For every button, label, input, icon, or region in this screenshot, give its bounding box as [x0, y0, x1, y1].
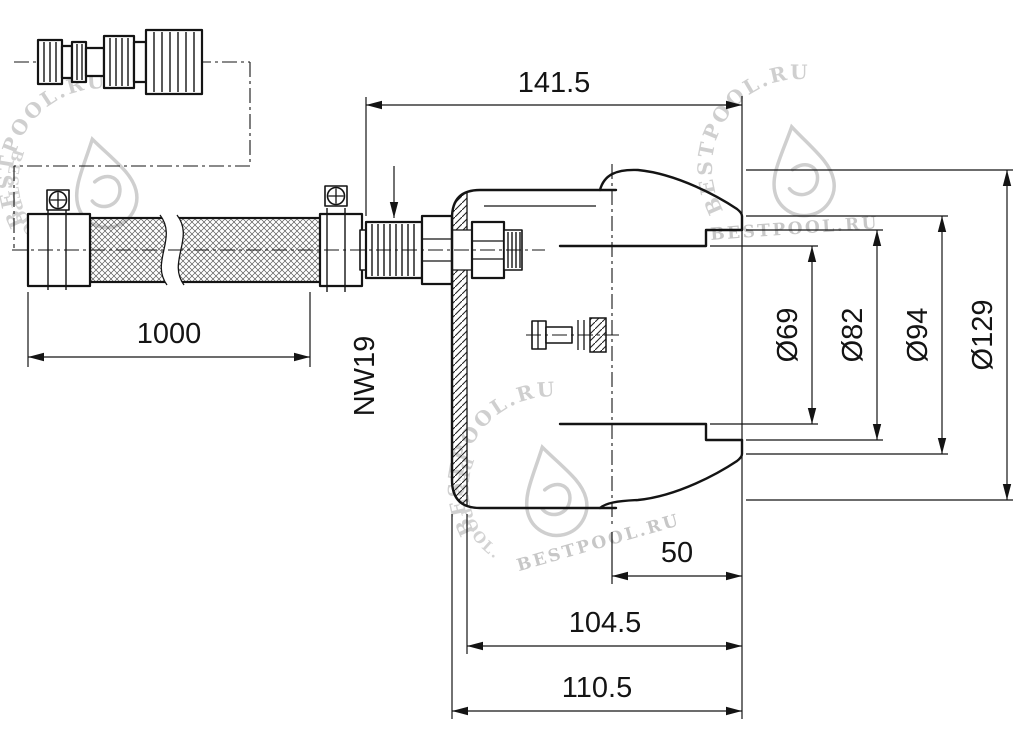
niche-bell-top	[598, 168, 744, 232]
connector-block	[70, 40, 88, 84]
dimension-label: Ø69	[772, 308, 804, 363]
dimension-body-depth: 104.5	[466, 514, 742, 654]
dimension-niche-depth: 50	[611, 532, 742, 584]
dimension-total-depth: 110.5	[451, 514, 742, 719]
dimension-label: 1000	[137, 318, 202, 350]
watermark-text: BESTPOOL.RU	[420, 373, 589, 541]
connector-ribs	[43, 32, 195, 92]
connector-neck	[84, 46, 106, 78]
watermark-droplet-icon	[525, 443, 589, 538]
quick-connector-detail	[36, 28, 204, 96]
bleed-screw-detail	[526, 317, 622, 353]
flange-hatch-lower	[452, 270, 467, 508]
dimension-label: Ø129	[967, 300, 999, 371]
dimension-label: Ø82	[837, 308, 869, 363]
union-nut-facets	[422, 238, 452, 262]
dimension-label: NW19	[349, 336, 381, 417]
clamp-screw-slot	[50, 192, 66, 208]
dimension-bore-diameter: Ø69	[710, 245, 818, 425]
niche-inner-top	[558, 228, 744, 248]
svg-text:BESTPOOL.RU: BESTPOOL.RU	[673, 56, 838, 220]
watermark-droplet-icon	[772, 123, 836, 218]
dimension-recess-diameter: Ø82	[746, 229, 883, 441]
svg-text:BESTPOOL.RU: BESTPOOL.RU	[420, 373, 589, 541]
niche-inner-bottom	[558, 422, 744, 442]
extension-line	[746, 215, 948, 455]
dimension-flange-diameter: Ø129	[746, 169, 1013, 501]
flange-bore-lines	[452, 229, 472, 271]
watermark-swirl-icon	[787, 163, 820, 197]
dimension-label: 50	[661, 537, 693, 569]
dimension-label: 141.5	[518, 67, 591, 99]
dimension-label: Ø94	[902, 308, 934, 363]
connector-barrel	[144, 28, 204, 96]
dimension-lip-diameter: Ø94	[746, 215, 948, 455]
dimension-hose-nominal: NW19	[349, 166, 399, 417]
dimension-label: 110.5	[562, 672, 632, 704]
watermark-text: BESTPOOL.RU	[673, 56, 838, 220]
clamp-screw-slot	[328, 188, 344, 204]
watermark-top-right: BESTPOOL.RU	[673, 56, 838, 220]
spigot-nut-facets	[472, 240, 504, 260]
extension-line	[746, 229, 883, 441]
body-outline	[450, 188, 618, 510]
dimension-hose-length: 1000	[27, 292, 311, 367]
dimension-label: 104.5	[569, 607, 642, 639]
extension-line	[710, 245, 818, 425]
niche-bell-bottom	[598, 438, 744, 510]
watermark-text: BESTPOOL.RU	[515, 510, 683, 576]
connector-step	[132, 40, 148, 84]
flange-section-hatch	[452, 190, 467, 508]
watermark-swirl-icon	[90, 174, 122, 209]
connector-collar	[60, 44, 74, 80]
connector-ribbed-section	[102, 34, 136, 90]
extension-line	[746, 169, 1013, 501]
watermark-swirl-icon	[540, 482, 572, 517]
dimension-overall-length: 141.5	[365, 67, 742, 216]
wall-conduit-body	[450, 168, 744, 510]
